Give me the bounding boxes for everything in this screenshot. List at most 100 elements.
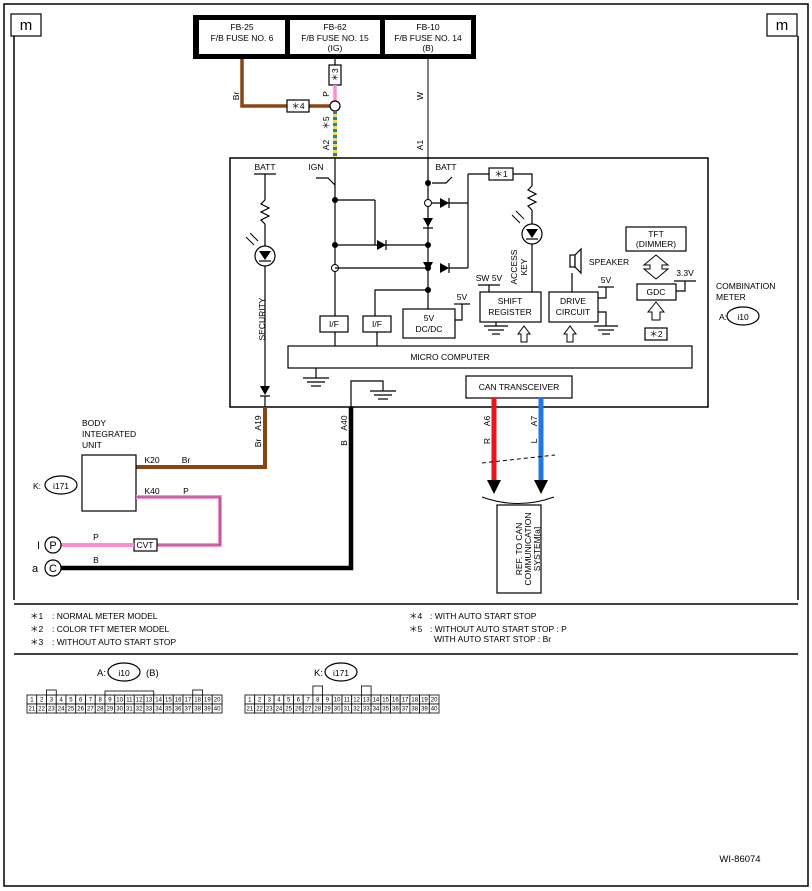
- connector-pin-number: 29: [324, 707, 331, 713]
- micro-computer-label: MICRO COMPUTER: [410, 352, 489, 362]
- wire-w-label: W: [415, 92, 425, 100]
- pin-a7-label: A7: [529, 416, 539, 427]
- tft-label-1: TFT: [648, 229, 664, 239]
- connector-pin-number: 36: [392, 707, 399, 713]
- fuse-block: FB-25 F/B FUSE NO. 6 FB-62 F/B FUSE NO. …: [193, 15, 476, 59]
- connector-pin-number: 8: [98, 698, 102, 704]
- connector-pin-number: 39: [421, 707, 428, 713]
- shift-register-label-1: SHIFT: [498, 296, 523, 306]
- svg-text:＊3: ＊3: [30, 637, 44, 647]
- connector-pin-number: 31: [126, 707, 133, 713]
- connector-pin-number: 28: [97, 707, 104, 713]
- doc-id: WI-86074: [719, 854, 760, 865]
- fuse-3-id: FB-10: [416, 22, 439, 32]
- connector-pin-number: 14: [373, 698, 380, 704]
- svg-text:m: m: [20, 17, 33, 34]
- connector-pin-number: 17: [402, 698, 409, 704]
- connector-pin-number: 8: [316, 698, 320, 704]
- ign-label: IGN: [308, 162, 323, 172]
- body-conn-name: i171: [53, 481, 69, 491]
- connector-pin-number: 1: [248, 698, 252, 704]
- conn-k-prefix: K:: [314, 668, 323, 679]
- connector-pin-number: 22: [256, 707, 263, 713]
- connector-pin-number: 37: [185, 707, 192, 713]
- connector-pin-number: 21: [29, 707, 36, 713]
- fuse-2-sub: (IG): [328, 43, 343, 53]
- connector-pin-number: 32: [136, 707, 143, 713]
- shift-register-label-2: REGISTER: [488, 307, 531, 317]
- ref-box-line-1: REF. TO CAN: [514, 523, 524, 576]
- svg-text:m: m: [776, 17, 789, 34]
- connector-pin-number: 5: [69, 698, 73, 704]
- svg-text:＊2: ＊2: [30, 624, 44, 634]
- connector-pin-number: 36: [175, 707, 182, 713]
- connector-pin-number: 20: [214, 698, 221, 704]
- connector-pin-number: 12: [353, 698, 360, 704]
- security-label: SECURITY: [257, 297, 267, 340]
- connector-pin-number: 3: [50, 698, 54, 704]
- connector-pin-number: 32: [353, 707, 360, 713]
- connector-pin-number: 11: [344, 698, 351, 704]
- connector-pin-number: 35: [382, 707, 389, 713]
- svg-text:: WITHOUT AUTO START STOP: : WITHOUT AUTO START STOP: [52, 637, 177, 647]
- ref-box-line-2: COMMUNICATION: [523, 512, 533, 585]
- star2-label: ＊2: [649, 329, 663, 339]
- connector-pin-number: 4: [59, 698, 63, 704]
- wire-b-a40-label: B: [339, 440, 349, 446]
- connector-pin-number: 23: [266, 707, 273, 713]
- wire-br-k20-label: Br: [182, 455, 191, 465]
- star3-label: ＊3: [330, 68, 340, 82]
- connector-pin-number: 33: [363, 707, 370, 713]
- connector-pin-number: 6: [79, 698, 83, 704]
- if-box-1-label: I/F: [329, 319, 339, 329]
- connector-pin-cell: [211, 703, 223, 714]
- dcdc-label-1: 5V: [424, 313, 435, 323]
- connector-pin-number: 30: [116, 707, 123, 713]
- svg-text:: WITHOUT AUTO START STOP : P: : WITHOUT AUTO START STOP : P: [430, 624, 567, 634]
- connector-pin-number: 22: [38, 707, 45, 713]
- body-unit-line-3: UNIT: [82, 440, 102, 450]
- connector-pin-number: 39: [204, 707, 211, 713]
- connector-pin-number: 1: [30, 698, 34, 704]
- wire-br-label: Br: [231, 92, 241, 101]
- svg-text:＊1: ＊1: [30, 611, 44, 621]
- connector-pin-number: 13: [146, 698, 153, 704]
- connector-pin-number: 12: [136, 698, 143, 704]
- fuse-2-id: FB-62: [323, 22, 346, 32]
- pin-k40-label: K40: [144, 486, 159, 496]
- v33-label: 3.3V: [676, 268, 694, 278]
- connector-pin-number: 24: [58, 707, 65, 713]
- connector-pin-number: 25: [285, 707, 292, 713]
- connector-pin-number: 21: [247, 707, 254, 713]
- corner-marker-left: m: [10, 13, 42, 37]
- connector-pin-number: 19: [204, 698, 211, 704]
- star5-label: ＊5: [321, 116, 331, 130]
- cvt-label: CVT: [137, 540, 154, 550]
- connector-pin-number: 40: [214, 707, 221, 713]
- connector-key-tab: [46, 689, 57, 696]
- connector-pin-number: 27: [305, 707, 312, 713]
- dcdc-label-2: DC/DC: [416, 324, 443, 334]
- connector-pin-number: 20: [431, 698, 438, 704]
- batt-left-label: BATT: [254, 162, 275, 172]
- connector-pin-number: 29: [107, 707, 114, 713]
- notes-right: ＊4 : WITH AUTO START STOP ＊5 : WITHOUT A…: [409, 611, 567, 644]
- conn-a-name: i10: [118, 668, 130, 678]
- connector-pin-number: 9: [326, 698, 330, 704]
- body-unit-line-2: INTEGRATED: [82, 429, 136, 439]
- svg-text:: NORMAL METER MODEL: : NORMAL METER MODEL: [52, 611, 158, 621]
- fuse-1-id: FB-25: [230, 22, 253, 32]
- if-box-2-label: I/F: [372, 319, 382, 329]
- pin-a2-label: A2: [321, 140, 331, 151]
- connector-pin-number: 10: [116, 698, 123, 704]
- connector-pin-number: 5: [287, 698, 291, 704]
- connector-pin-number: 17: [185, 698, 192, 704]
- combination-label-1: COMBINATION: [716, 281, 775, 291]
- connector-pin-number: 18: [411, 698, 418, 704]
- pin-a40-label: A40: [339, 415, 349, 430]
- connector-key-tab: [192, 689, 203, 696]
- connector-pin-number: 26: [295, 707, 302, 713]
- connector-key-tab: [104, 690, 155, 696]
- wire-l-label: L: [529, 438, 539, 443]
